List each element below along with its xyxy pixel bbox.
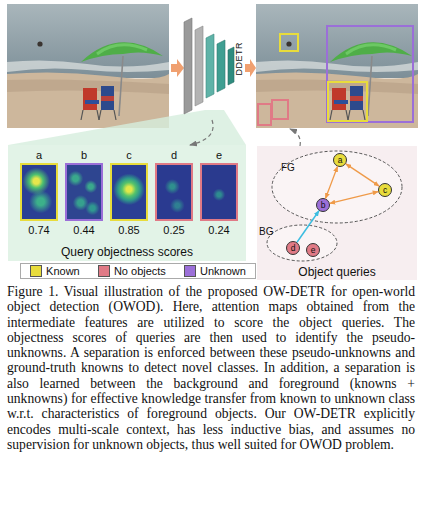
ellipse-outline: [266, 224, 338, 262]
objectness-score: 0.85: [110, 224, 148, 237]
ellipse-shape: [272, 151, 402, 223]
objectness-score: 0.25: [155, 224, 193, 237]
flow-arrow: [171, 59, 184, 77]
attention-map: b 0.44: [65, 149, 103, 241]
heatmap: [65, 163, 103, 221]
input-photo: [7, 4, 169, 128]
heatmap: [200, 163, 238, 221]
query-letter: d: [287, 242, 299, 254]
panel-box: Query objectness scores a 0.74 b 0.44 c 0.85 d 0…: [8, 145, 246, 261]
attention-map: a 0.74: [20, 149, 58, 241]
heatmap: [110, 163, 148, 221]
query-circle: c: [378, 183, 392, 197]
query-circle: b: [316, 198, 330, 212]
region-ellipse: BGde: [266, 224, 338, 262]
attention-cone: [8, 110, 246, 145]
query-letter: a: [20, 149, 58, 162]
query-letter: e: [200, 149, 238, 162]
flow-arrow: [245, 59, 256, 77]
network-layers: [184, 18, 234, 114]
query-circle: d: [286, 241, 300, 255]
objectness-score: 0.74: [20, 224, 58, 237]
query-letter: b: [317, 199, 329, 211]
heatmap: [155, 163, 193, 221]
panel-title: Object queries: [257, 265, 417, 279]
legend-swatch: [184, 265, 196, 277]
query-letter: e: [307, 244, 319, 256]
query-letter: b: [65, 149, 103, 162]
query-letter: c: [379, 184, 391, 196]
legend-swatch: [98, 265, 110, 277]
attention-map: d 0.25: [155, 149, 193, 241]
attention-map: e 0.24: [200, 149, 238, 241]
legend-text: Unknown: [200, 265, 246, 277]
query-circle: a: [333, 153, 347, 167]
panel-box: Object queriesFGabcBGde: [257, 146, 417, 280]
legend-text: No objects: [114, 265, 166, 277]
legend-item: No objects: [98, 265, 166, 277]
region-ellipse: FG a b c: [271, 150, 403, 224]
figure-caption: Figure 1. Visual illustration of the pro…: [7, 284, 415, 452]
region-label: BG: [259, 226, 273, 237]
legend-item: Unknown: [184, 265, 246, 277]
panel-title: Query objectness scores: [8, 245, 246, 259]
legend-item: Known: [30, 265, 80, 277]
network-block: DDETR: [180, 12, 244, 120]
detection-boxes: [258, 26, 413, 125]
legend-box: Known No objects Unknown: [20, 263, 256, 279]
connector-arrow: [190, 120, 213, 145]
feedback-arrow: [290, 129, 300, 146]
objectness-score: 0.24: [200, 224, 238, 237]
query-letter: a: [334, 154, 346, 166]
legend-text: Known: [46, 265, 80, 277]
ellipse-shape: [267, 225, 337, 261]
region-label: FG: [281, 162, 295, 173]
query-letter: c: [110, 149, 148, 162]
query-circle: e: [306, 243, 320, 257]
output-photo: [256, 4, 418, 128]
objectness-score: 0.44: [65, 224, 103, 237]
query-letter: d: [155, 149, 193, 162]
attention-map: c 0.85: [110, 149, 148, 241]
network-label: DDETR: [234, 42, 244, 76]
heatmap: [20, 163, 58, 221]
legend-swatch: [30, 265, 42, 277]
